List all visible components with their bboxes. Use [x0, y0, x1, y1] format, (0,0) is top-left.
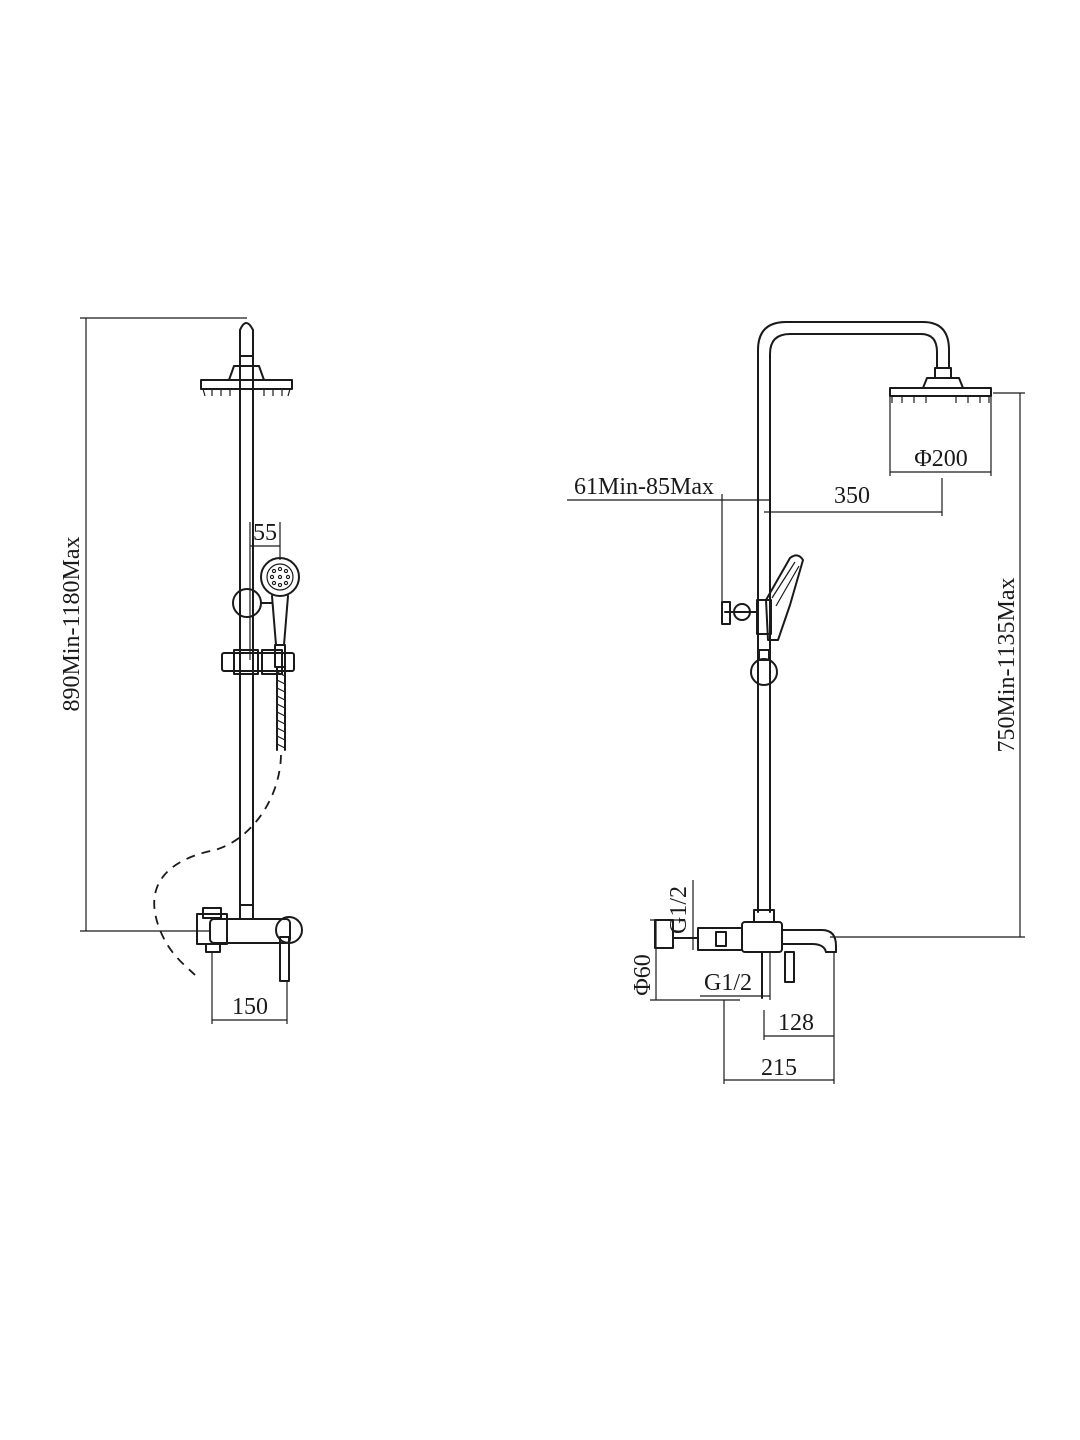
side-slider-ball	[750, 649, 778, 686]
handshower-width-dimension: 55	[249, 520, 281, 660]
upper-inlet-dimension: G1/2	[666, 880, 694, 950]
side-view: 61Min-85Max 350 Φ200 750Min-1135Max G1/2	[567, 321, 1025, 1084]
shower-hose	[153, 666, 286, 976]
showerhead-diameter-label: Φ200	[914, 446, 968, 472]
spout-reach-dimension: 128	[763, 1010, 834, 1040]
spout-reach-label: 128	[778, 1010, 814, 1036]
total-depth-label: 215	[761, 1055, 797, 1081]
arm-reach-label: 350	[834, 483, 870, 509]
side-height-dimension: 750Min-1135Max	[830, 392, 1025, 938]
upper-inlet-label: G1/2	[666, 886, 692, 934]
riser-rail	[239, 322, 254, 913]
rail-knob	[232, 588, 273, 618]
front-height-dimension: 890Min-1180Max	[59, 317, 247, 932]
escutcheon-diameter-label: Φ60	[630, 954, 656, 996]
handshower-width-label: 55	[253, 520, 277, 546]
side-height-label: 750Min-1135Max	[994, 577, 1020, 752]
showerhead-diameter-dimension: Φ200	[889, 396, 992, 476]
riser-with-arm	[757, 321, 950, 913]
total-depth-dimension: 215	[723, 952, 835, 1084]
front-view: 890Min-1180Max 55 150	[59, 317, 303, 1024]
mixer-spacing-dimension: 150	[211, 952, 288, 1024]
hand-shower	[260, 557, 300, 668]
overhead-showerhead	[200, 355, 293, 397]
side-hand-shower	[756, 554, 804, 641]
arm-reach-dimension: 350	[764, 478, 943, 516]
front-height-label: 890Min-1180Max	[59, 536, 85, 711]
side-overhead-showerhead	[889, 367, 992, 403]
lower-inlet-dimension: G1/2	[700, 952, 771, 1000]
slider-bracket	[221, 649, 295, 675]
side-wall-bracket	[721, 601, 759, 625]
mixer-spacing-label: 150	[232, 994, 268, 1020]
rail-offset-dimension: 61Min-85Max	[567, 474, 770, 605]
escutcheon-diameter-dimension: Φ60	[630, 919, 740, 1001]
side-mixer-spout	[654, 909, 837, 999]
rail-offset-label: 61Min-85Max	[574, 474, 714, 500]
mixer-valve	[196, 904, 303, 982]
lower-inlet-label: G1/2	[704, 970, 752, 996]
